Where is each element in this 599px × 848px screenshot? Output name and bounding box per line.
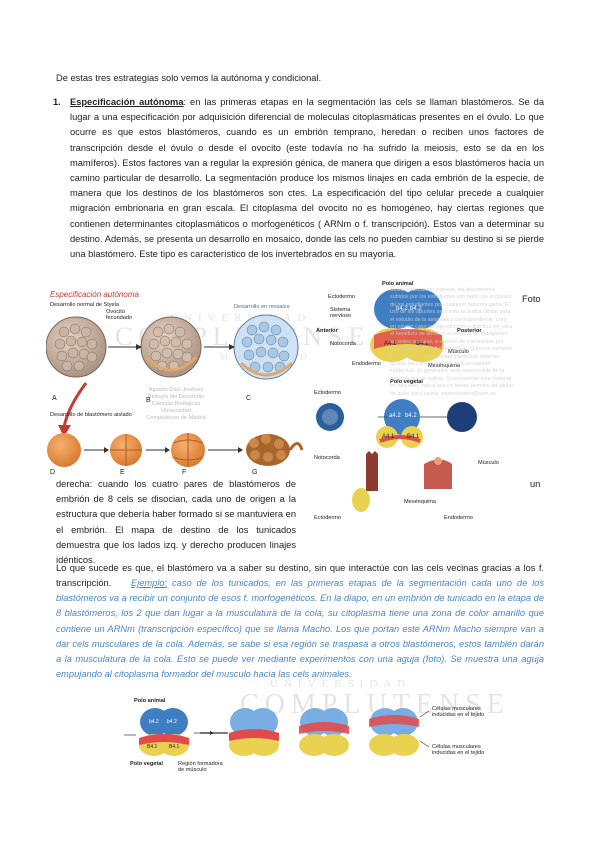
letter-g: G bbox=[252, 469, 258, 476]
cell-top-right bbox=[398, 289, 442, 329]
example-paragraph: Ejemplo: caso de los tunicados, en las p… bbox=[56, 576, 544, 682]
fig-left-isolated: Desarrollo de blastómero aislado bbox=[50, 412, 132, 418]
embryo-d bbox=[47, 433, 81, 467]
label-anterior: Anterior bbox=[316, 328, 338, 334]
right-caption-fragment: un bbox=[530, 479, 541, 489]
letter-f: F bbox=[182, 469, 187, 476]
bottom-label-induced-2: Células musculares inducidas en el tejid… bbox=[432, 744, 485, 756]
example-text: caso de los tunicados, en las primeras e… bbox=[56, 578, 544, 680]
label-notocorda-2: Notocorda bbox=[314, 455, 340, 461]
label-posterior: Posterior bbox=[457, 328, 482, 334]
foto-label: Foto bbox=[522, 294, 541, 304]
embryo-b bbox=[140, 316, 202, 378]
label-endodermo-2: Endodermo bbox=[444, 515, 473, 521]
letter-a: A bbox=[52, 395, 57, 402]
letter-c: C bbox=[246, 395, 252, 402]
bottom-cell-b42-b: b4.2 bbox=[167, 719, 177, 725]
bottom-label-polo-animal: Polo animal bbox=[134, 698, 166, 704]
label-ectodermo-1: Ectodermo bbox=[328, 294, 356, 300]
fig-left-oocyte: Ovocito fecundado bbox=[106, 309, 133, 321]
tunicate-diagram bbox=[316, 289, 477, 512]
fig-left-title: Especificación autónoma bbox=[50, 290, 139, 299]
embryo-a bbox=[45, 316, 107, 378]
under-figure-paragraph: derecha: cuando los cuatro pares de blas… bbox=[56, 479, 296, 566]
embryo-g bbox=[246, 434, 304, 466]
cell-b41: B4.1 bbox=[416, 341, 429, 347]
label-notocorda-1: Notocorda bbox=[330, 341, 356, 347]
bottom-label-region-musculo: Región formadora de músculo bbox=[178, 761, 223, 773]
letter-e: E bbox=[120, 469, 125, 476]
embryo-c bbox=[233, 314, 299, 380]
embryo-f bbox=[171, 433, 205, 467]
letter-d: D bbox=[50, 469, 56, 476]
label-polo-animal: Polo animal bbox=[382, 281, 414, 287]
label-endodermo-1: Endodermo bbox=[352, 361, 381, 367]
needle-diagram bbox=[124, 708, 430, 756]
label-musculo-1: Músculo bbox=[448, 349, 469, 355]
cell-a41: A4.1 bbox=[384, 341, 397, 347]
needle-experiment-figure: Polo animal Polo vegetal Región formador… bbox=[124, 697, 504, 777]
item-number: 1. bbox=[53, 97, 61, 107]
bottom-cell-b41-b: B4.1 bbox=[169, 744, 180, 750]
embryo-diagram bbox=[45, 314, 304, 467]
embryo-e bbox=[110, 434, 142, 466]
fig-left-normal: Desarrollo normal de Styela bbox=[50, 302, 120, 308]
bottom-cell-b42-a: b4.2 bbox=[149, 719, 159, 725]
label-mesenquima-1: Mesénquima bbox=[428, 363, 461, 369]
paragraph-2: Lo que sucede es que, el blastómero va a… bbox=[56, 563, 544, 589]
label-ectodermo-2: Ectodermo bbox=[314, 390, 342, 396]
cell-b42-b: b4.2 bbox=[410, 306, 422, 312]
label-musculo-2: Músculo bbox=[478, 460, 499, 466]
label-ectodermo-3: Ectodermo bbox=[314, 515, 342, 521]
cell-b42-c: b4.2 bbox=[405, 413, 417, 419]
bottom-label-induced-1: Células musculares inducidas en el tejid… bbox=[432, 706, 485, 718]
tunicate-fate-map-figure: b4.2 b4.2 A4.1 B4.1 a4.2 b4.2 A4.1 B4.1 … bbox=[312, 279, 518, 521]
label-mesenquima-2: Mesénquima bbox=[404, 499, 437, 505]
bottom-label-polo-vegetal: Polo vegetal bbox=[130, 761, 163, 767]
cell-a41-b: A4.1 bbox=[382, 434, 395, 440]
autonomous-specification-figure: Especificación autónoma Desarrollo norma… bbox=[45, 287, 304, 479]
item-paragraph: Especificación autónoma: en las primeras… bbox=[70, 95, 544, 262]
cell-b42-a: b4.2 bbox=[396, 306, 408, 312]
fig-left-mosaic: Desarrollo en mosaico bbox=[234, 304, 290, 310]
item-heading: Especificación autónoma bbox=[70, 97, 184, 107]
label-sistema-nervioso: Sistema nervioso bbox=[330, 307, 352, 319]
cell-a42: a4.2 bbox=[389, 413, 401, 419]
cell-b41-b: B4.1 bbox=[407, 434, 420, 440]
intro-sentence: De estas tres estrategias solo vemos la … bbox=[56, 73, 322, 83]
example-label: Ejemplo: bbox=[131, 578, 168, 588]
letter-b: B bbox=[146, 397, 151, 404]
copyright-disclaimer: Salvo autorización expresa, los document… bbox=[390, 287, 514, 397]
bottom-cell-b41-a: B4.1 bbox=[147, 744, 158, 750]
label-polo-vegetal: Polo vegetal bbox=[390, 379, 423, 385]
item-text: : en las primeras etapas en la segmentac… bbox=[70, 97, 545, 260]
